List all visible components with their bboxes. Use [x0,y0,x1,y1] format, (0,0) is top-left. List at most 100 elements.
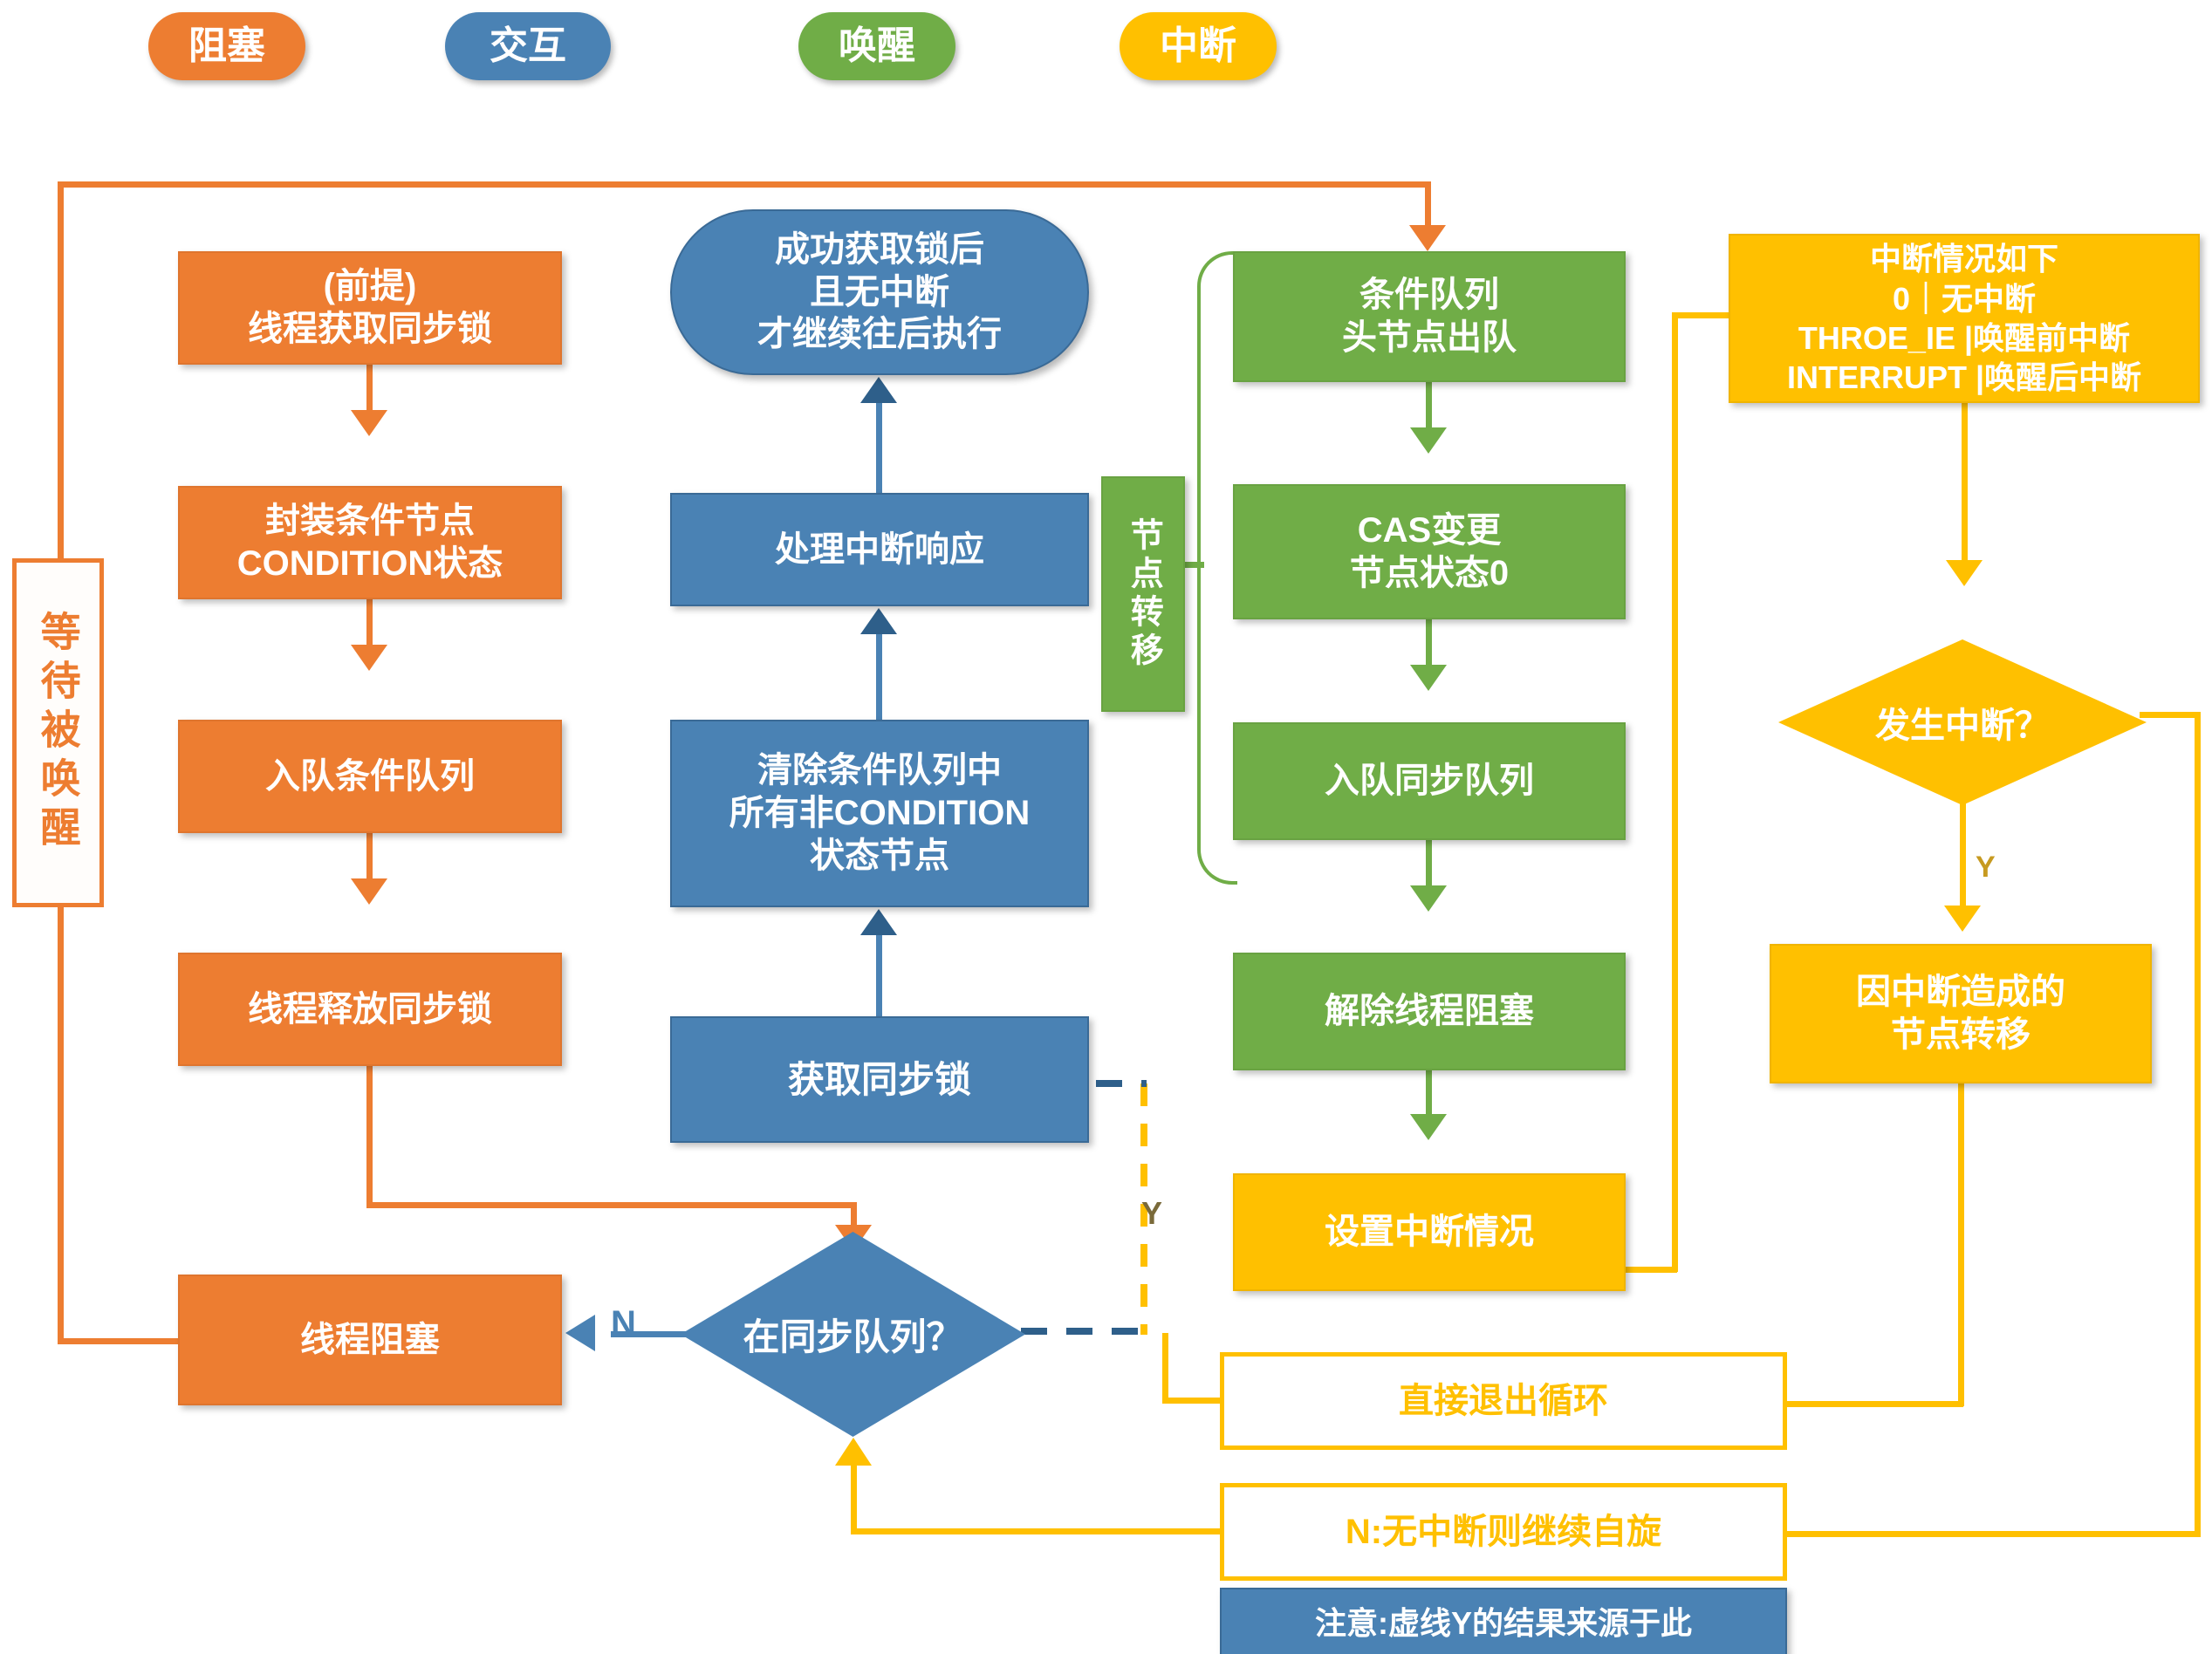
connector-interrupt-up [1672,312,1678,1272]
step-enqueue-condition-queue[interactable]: 入队条件队列 [178,720,562,833]
connector-result-down [1958,1083,1964,1406]
interrupt-info-box: 中断情况如下 0｜无中断 THROE_IE |唤醒前中断 INTERRUPT |… [1729,234,2200,403]
connector-o3-o4 [366,833,373,887]
connector-diamond-entry [851,1202,857,1232]
connector-decision-yes-dashed-vertical [1140,1083,1147,1335]
edge-label-yes-dashed: Y [1141,1195,1163,1231]
step-enqueue-sync-queue[interactable]: 入队同步队列 [1233,722,1626,840]
note-dashed-y-source-box: 注意:虚线Y的结果来源于此 [1220,1588,1787,1654]
legend-pill-interrupt-label: 中断 [1160,24,1236,68]
connector-result-to-exit [1782,1401,1963,1407]
arrowhead-o2-o3 [351,645,387,671]
connector-g3-g4 [1426,840,1432,894]
note-dashed-y-source-label: 注意:虚线Y的结果来源于此 [1314,1605,1692,1642]
note-continue-spin-box: N:无中断则继续自旋 [1220,1483,1787,1581]
step-cas-change-node-state[interactable]: CAS变更 节点状态0 [1233,484,1626,619]
arrowhead-o1-o2 [351,410,387,436]
connector-g2-g3 [1426,619,1432,673]
step-wrap-condition-node-label: 封装条件节点 CONDITION状态 [236,502,503,583]
edge-label-no: N [611,1304,636,1343]
arrowhead-g4-g5 [1410,1114,1447,1140]
step-condition-queue-head-dequeue[interactable]: 条件队列 头节点出队 [1233,251,1626,382]
arrowhead-g2-g3 [1410,665,1447,691]
connector-interrupt-yes [1960,803,1966,912]
step-cas-change-node-state-label: CAS变更 节点状态0 [1349,510,1510,592]
step-condition-queue-head-dequeue-label: 条件队列 头节点出队 [1342,276,1517,357]
arrowhead-b3-b2 [860,909,897,935]
arrowhead-o3-o4 [351,878,387,905]
connector-brace-stem [1185,562,1204,568]
connector-b3-b2 [876,935,882,1021]
terminator-continue-after-lock-label: 成功获取锁后 且无中断 才继续往后执行 [757,229,1002,354]
connector-interrupt-into-info [1672,312,1768,318]
step-wrap-condition-node[interactable]: 封装条件节点 CONDITION状态 [178,486,562,599]
step-clear-non-condition-nodes-label: 清除条件队列中 所有非CONDITION 状态节点 [729,751,1031,875]
step-enqueue-condition-queue-label: 入队条件队列 [265,756,475,796]
connector-wakeup-drop [1425,181,1431,232]
step-handle-interrupt-response-label: 处理中断响应 [775,530,984,569]
step-clear-non-condition-nodes[interactable]: 清除条件队列中 所有非CONDITION 状态节点 [670,720,1089,907]
interrupt-info-label: 中断情况如下 0｜无中断 THROE_IE |唤醒前中断 INTERRUPT |… [1786,241,2142,396]
step-acquire-sync-lock[interactable]: 获取同步锁 [670,1016,1089,1143]
node-transfer-label-box: 节点转移 [1101,476,1185,712]
terminator-continue-after-lock: 成功获取锁后 且无中断 才继续往后执行 [670,209,1089,375]
step-unblock-thread[interactable]: 解除线程阻塞 [1233,953,1626,1070]
wait-to-be-awakened-box: 等待被唤醒 [12,558,104,907]
connector-b2-b1 [876,634,882,720]
legend-pill-wakeup-label: 唤醒 [839,24,915,68]
step-acquire-lock-precondition-label: (前提) 线程获取同步锁 [248,267,492,348]
connector-g4-g5 [1426,1070,1432,1121]
step-thread-blocked[interactable]: 线程阻塞 [178,1275,562,1405]
step-thread-blocked-label: 线程阻塞 [300,1320,440,1359]
connector-release-to-diamond [366,1202,857,1208]
connector-interrupt-no-to-spin [1784,1531,2201,1537]
arrowhead-decision-no [565,1315,595,1351]
step-enqueue-sync-queue-label: 入队同步队列 [1325,762,1534,801]
connector-info-to-decision [1962,403,1968,569]
step-interrupt-node-transfer[interactable]: 因中断造成的 节点转移 [1770,944,2152,1083]
brace-node-transfer [1197,251,1237,885]
connector-interrupt-right-stub [1623,1267,1677,1273]
step-handle-interrupt-response[interactable]: 处理中断响应 [670,493,1089,606]
decision-in-sync-queue-label-wrap: 在同步队列？ [743,1316,963,1357]
connector-decision-yes-to-lock [1096,1080,1147,1087]
arrowhead-g1-g2 [1410,427,1447,454]
legend-pill-interrupt[interactable]: 中断 [1120,12,1277,80]
legend-pill-interaction[interactable]: 交互 [445,12,611,80]
connector-o2-o3 [366,599,373,653]
arrowhead-b2-b1 [860,608,897,634]
step-interrupt-node-transfer-label: 因中断造成的 节点转移 [1856,973,2065,1054]
node-transfer-label: 节点转移 [1125,517,1162,671]
legend-pill-wakeup[interactable]: 唤醒 [798,12,955,80]
connector-exit-loop-up [1162,1333,1168,1401]
step-set-interrupt-status-label: 设置中断情况 [1325,1213,1534,1252]
legend-pill-interaction-label: 交互 [490,24,566,68]
connector-b1-term [876,403,882,497]
connector-decision-yes-dashed-horizontal [1021,1328,1147,1335]
legend-pill-blocking[interactable]: 阻塞 [148,12,305,80]
step-acquire-lock-precondition[interactable]: (前提) 线程获取同步锁 [178,251,562,365]
decision-interrupt-occurred[interactable]: 发生中断？ [1778,639,2147,805]
step-unblock-thread-label: 解除线程阻塞 [1325,992,1534,1031]
connector-decision-no [611,1331,691,1337]
step-release-lock-label: 线程释放同步锁 [248,989,492,1029]
connector-wait-left-vertical-lower [58,904,64,1344]
connector-release-drop [366,1066,373,1206]
decision-in-sync-queue[interactable]: 在同步队列？ [681,1232,1025,1437]
step-acquire-sync-lock-label: 获取同步锁 [787,1058,971,1100]
step-release-lock[interactable]: 线程释放同步锁 [178,953,562,1066]
connector-wait-top-horizontal [58,181,1431,188]
connector-interrupt-no-right [2140,712,2201,718]
arrowhead-interrupt-yes [1944,906,1981,932]
arrowhead-into-wakeup-first [1409,225,1446,251]
connector-wait-to-thread-block [58,1338,180,1344]
note-exit-loop-box: 直接退出循环 [1220,1352,1787,1450]
connector-spin-to-diamond-h [851,1528,1226,1534]
arrowhead-g3-g4 [1410,885,1447,912]
step-set-interrupt-status[interactable]: 设置中断情况 [1233,1173,1626,1291]
connector-o1-o2 [366,365,373,419]
note-continue-spin-label: N:无中断则继续自旋 [1345,1512,1662,1551]
connector-interrupt-no-down [2195,712,2201,1537]
arrowhead-into-terminator [860,377,897,403]
